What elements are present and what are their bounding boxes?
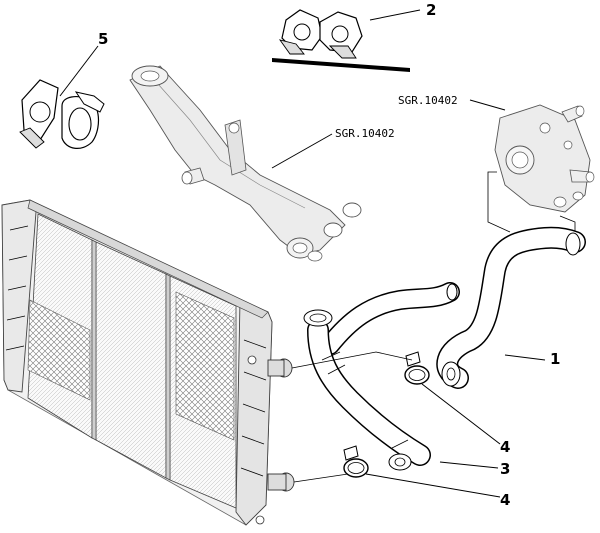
hose-clip-double: [272, 9, 410, 72]
leader-5: [59, 45, 99, 97]
hose-clip-single: [19, 79, 105, 149]
reference-sgr-thermostat: SGR.10402: [398, 94, 458, 107]
assembly-line-upper: [291, 351, 413, 369]
assembly-line-lower: [293, 473, 349, 483]
leader-sgr-pipe: [271, 133, 333, 169]
leader-4-lower: [365, 473, 501, 498]
thermostat-housing: [487, 104, 595, 238]
reference-sgr-pipe: SGR.10402: [335, 127, 395, 140]
callout-3: 3: [500, 460, 510, 478]
callout-1: 1: [550, 350, 560, 368]
callout-5: 5: [98, 30, 108, 48]
hose-clamp-upper: [404, 351, 430, 385]
leader-2: [369, 9, 421, 21]
leader-1: [504, 354, 546, 361]
callout-4-lower: 4: [500, 491, 510, 509]
coolant-metal-pipe: [129, 65, 362, 262]
leader-sgr-thermostat: [469, 99, 506, 111]
radiator: [1, 199, 295, 526]
leader-3: [439, 461, 499, 469]
radiator-upper-hose: [436, 226, 586, 389]
leader-4-upper: [421, 383, 501, 445]
callout-2: 2: [426, 1, 436, 19]
hose-clamp-lower: [343, 445, 369, 478]
radiator-lower-hose: [303, 282, 460, 471]
callout-4-upper: 4: [500, 438, 510, 456]
